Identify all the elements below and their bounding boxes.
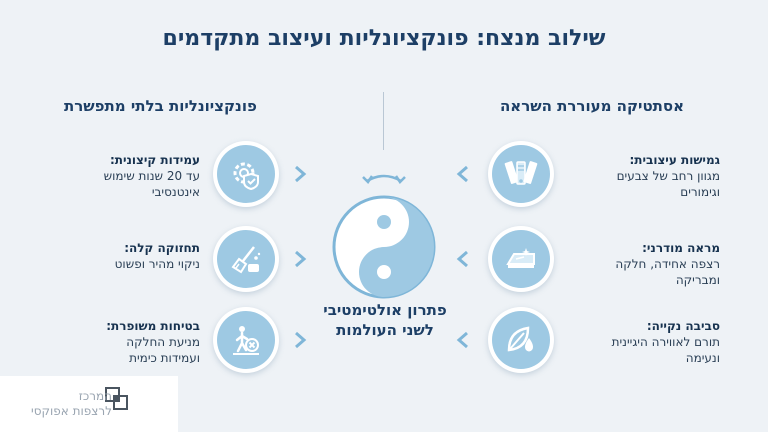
item-line: מגוון רחב של צבעים xyxy=(616,169,720,183)
item-line: רצפה אחידה, חלקה xyxy=(615,257,720,271)
gear-shield-icon xyxy=(217,145,275,203)
safety-person-icon xyxy=(217,311,275,369)
left-item-durability: עמידות קיצונית: עד 20 שנות שימוש אינטנסי… xyxy=(50,152,200,200)
item-title: סביבה נקייה: xyxy=(646,319,720,333)
logo-line: לרצפות אפוקסי xyxy=(31,404,112,418)
item-line: עד 20 שנות שימוש xyxy=(103,169,200,183)
right-column-heading: אסתטיקה מעוררת השראה xyxy=(500,97,684,115)
chevron-left-icon xyxy=(456,250,468,268)
item-line: אינטנסיבי xyxy=(151,185,200,199)
color-swatch-icon xyxy=(492,145,550,203)
chevron-left-icon xyxy=(456,331,468,349)
item-line: ניקוי מהיר ופשוט xyxy=(114,257,200,271)
left-item-safety: בטיחות משופרת: מניעת החלקה ועמידות כימית xyxy=(50,318,200,366)
leaf-drop-icon xyxy=(492,311,550,369)
chevron-right-icon xyxy=(295,331,307,349)
item-title: תחזוקה קלה: xyxy=(124,241,200,255)
chevron-right-icon xyxy=(295,250,307,268)
yin-yang-icon xyxy=(332,195,436,299)
item-line: מניעת החלקה xyxy=(126,335,200,349)
item-line: תורם לאווירה היגיינית xyxy=(611,335,720,349)
chevron-left-icon xyxy=(456,165,468,183)
right-item-modern: מראה מודרני: רצפה אחידה, חלקה ומבריקה xyxy=(570,240,720,288)
right-item-clean: סביבה נקייה: תורם לאווירה היגיינית ונעימ… xyxy=(570,318,720,366)
right-item-design: גמישות עיצובית: מגוון רחב של צבעים וגימו… xyxy=(570,152,720,200)
item-line: ומבריקה xyxy=(675,273,720,287)
page-title: שילוב מנצח: פונקציונליות ועיצוב מתקדמים xyxy=(162,26,606,51)
item-line: ונעימה xyxy=(685,351,720,365)
glossy-floor-icon xyxy=(492,230,550,288)
item-title: בטיחות משופרת: xyxy=(106,319,200,333)
item-title: גמישות עיצובית: xyxy=(629,153,721,167)
center-line: לשני העולמות xyxy=(336,321,434,339)
item-title: עמידות קיצונית: xyxy=(109,153,200,167)
item-line: וגימורים xyxy=(680,185,720,199)
column-divider xyxy=(383,92,384,150)
double-arrow-icon xyxy=(362,174,406,184)
logo-mark-icon xyxy=(105,387,128,410)
left-item-maintenance: תחזוקה קלה: ניקוי מהיר ופשוט xyxy=(50,240,200,272)
center-caption: פתרון אולטימטיבי לשני העולמות xyxy=(300,300,470,340)
chevron-right-icon xyxy=(295,165,307,183)
left-column-heading: פונקציונליות בלתי מתפשרת xyxy=(64,97,257,115)
logo-line: המרכז xyxy=(78,389,112,403)
logo-text: המרכז לרצפות אפוקסי xyxy=(16,389,146,419)
item-title: מראה מודרני: xyxy=(642,241,720,255)
broom-sponge-icon xyxy=(217,230,275,288)
item-line: ועמידות כימית xyxy=(129,351,200,365)
logo-panel xyxy=(0,376,178,432)
center-line: פתרון אולטימטיבי xyxy=(323,301,447,319)
